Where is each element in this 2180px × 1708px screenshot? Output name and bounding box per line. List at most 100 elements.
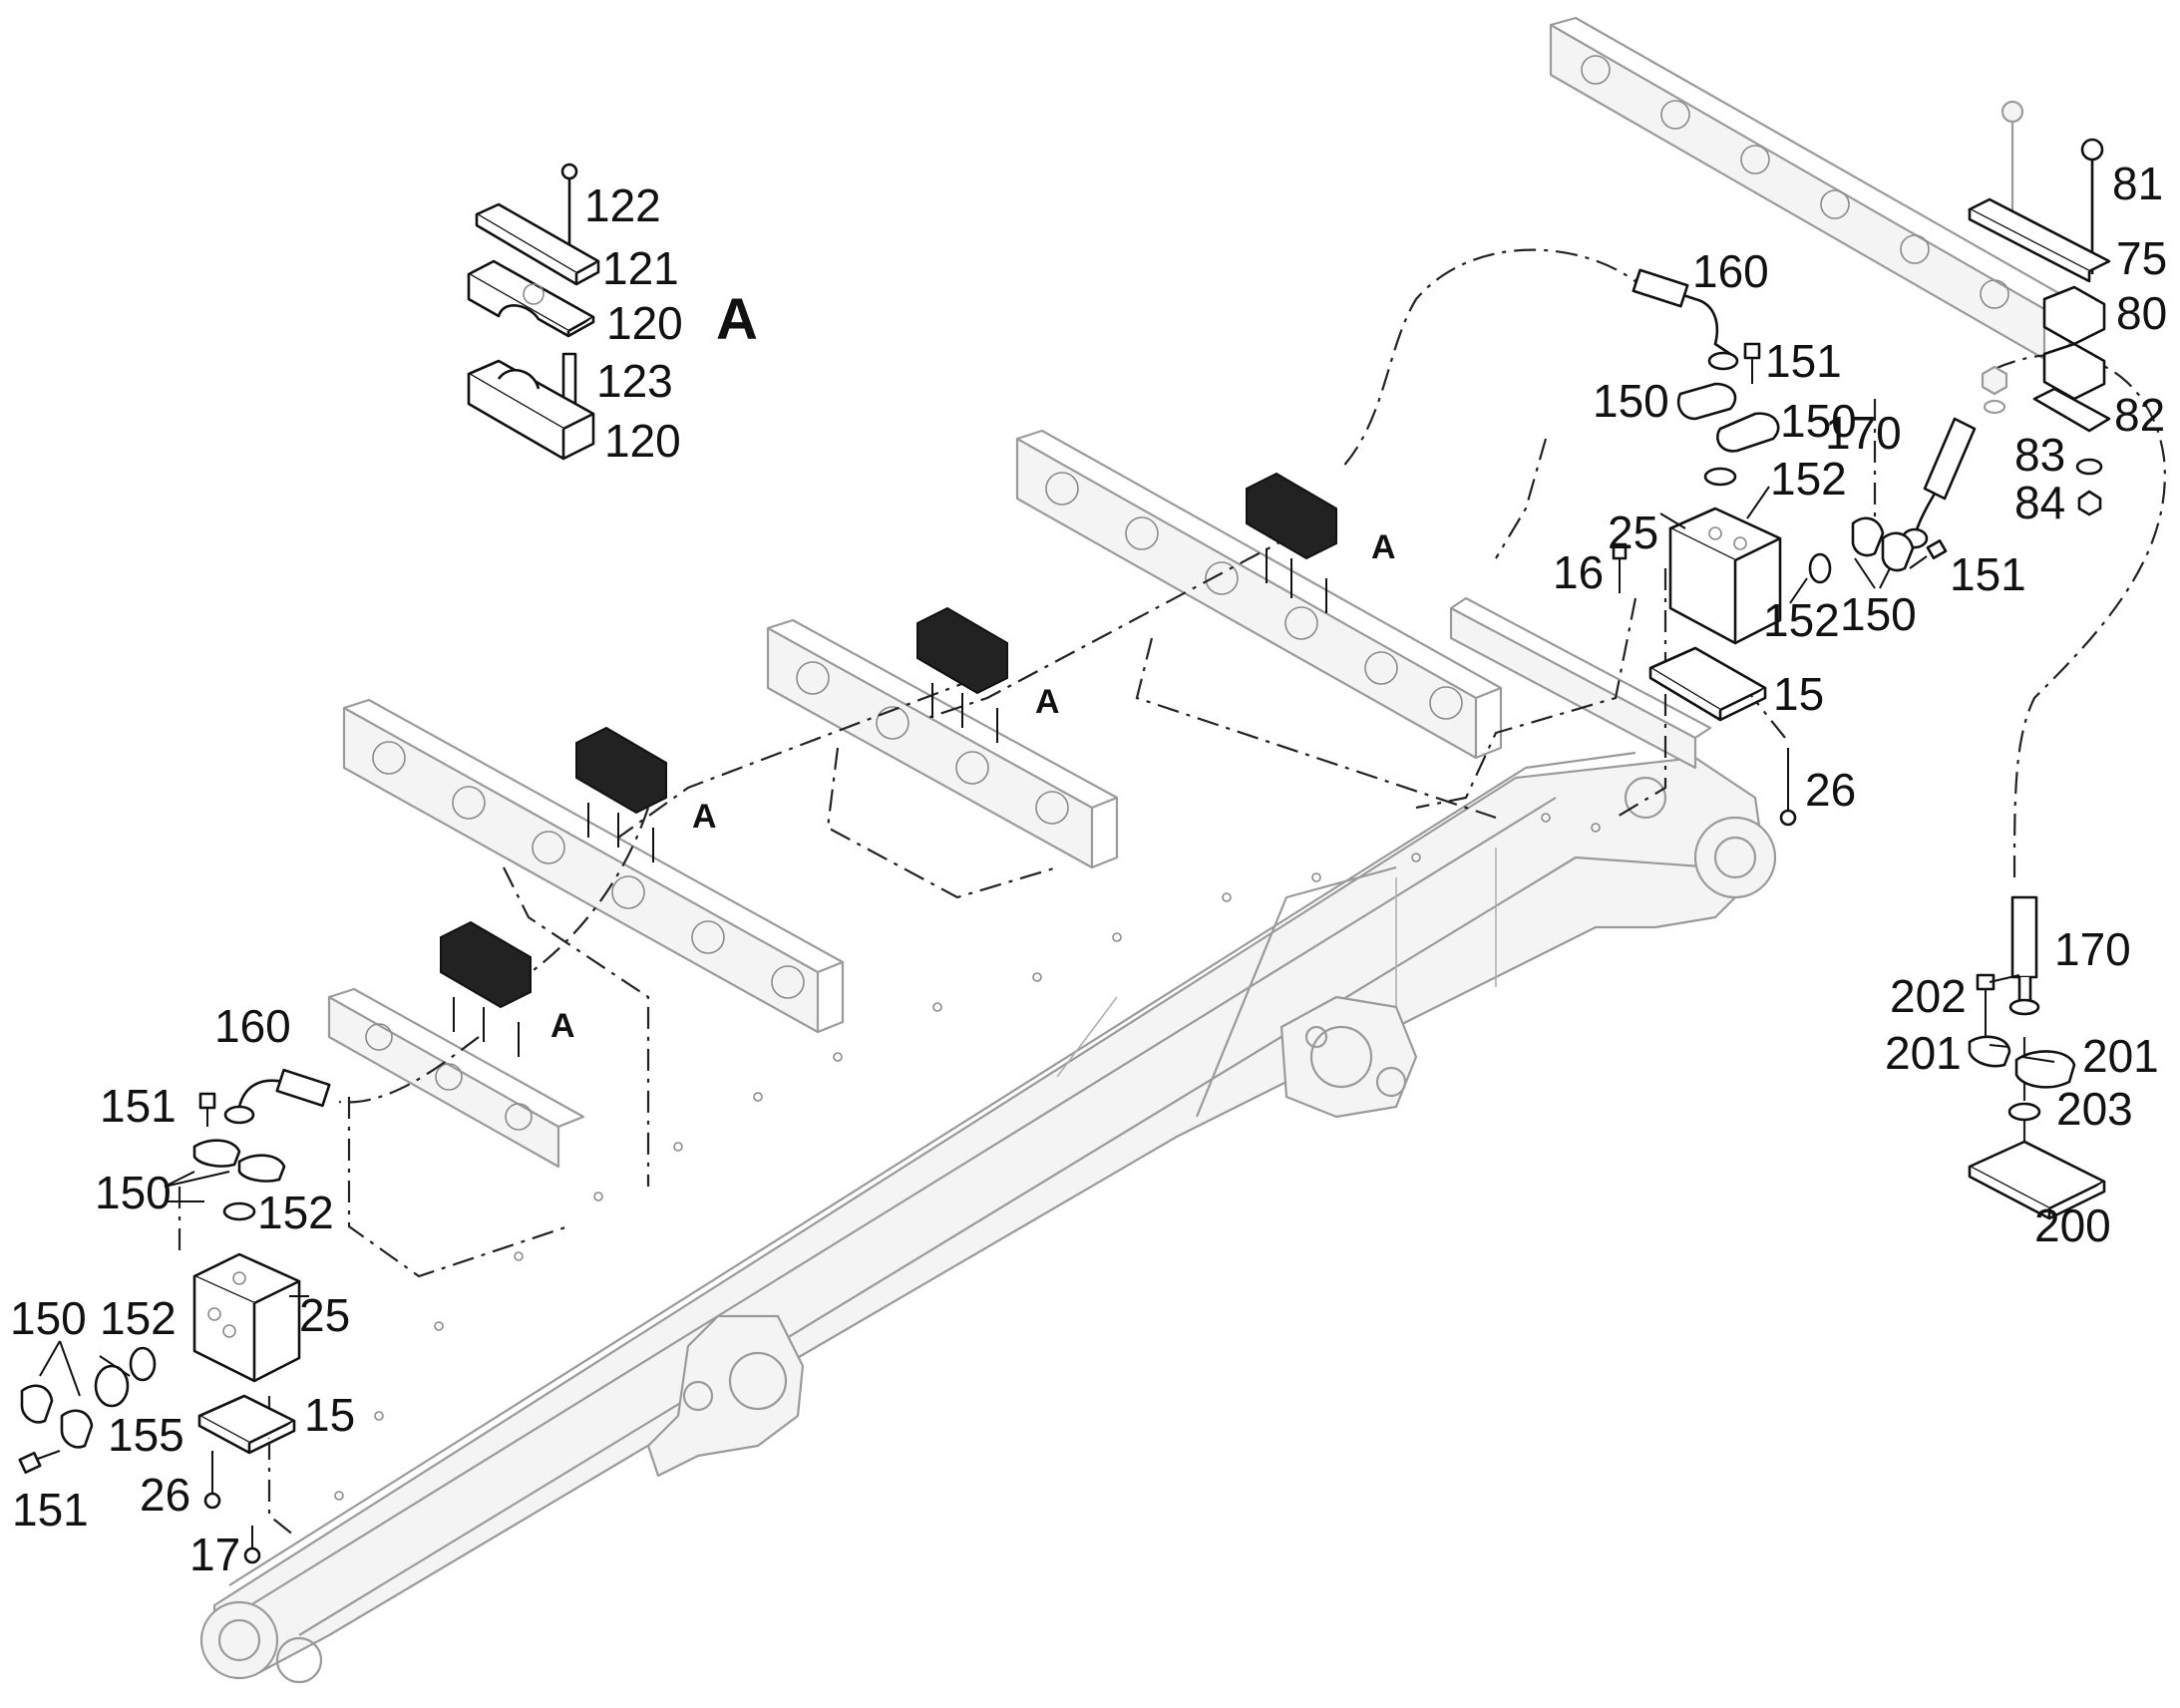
hose-fitting-160-lower <box>223 1068 331 1125</box>
o-ring-152-upper <box>1703 467 1737 487</box>
clamp-half-150-lower-a <box>192 1139 241 1168</box>
clamp-half-150-upper-a <box>1676 382 1737 421</box>
callout-82: 82 <box>2114 389 2165 441</box>
plate-75 <box>1968 197 2111 283</box>
callout-120-upper: 120 <box>606 297 683 349</box>
clamp-rail-top-right <box>1549 16 2071 361</box>
bolt-151-upper <box>1743 342 1761 384</box>
valve-block-25-lower <box>192 1252 301 1383</box>
bolt-202 <box>1976 973 1996 1037</box>
callout-152-lower: 152 <box>257 1187 334 1238</box>
callout-151-right: 151 <box>1950 548 2026 600</box>
callout-120-lower: 120 <box>604 415 681 467</box>
callout-81: 81 <box>2112 158 2163 209</box>
clamp-assembly-a2 <box>916 606 1008 743</box>
clamp-assembly-a3 <box>575 726 667 862</box>
clamp-half-120-upper <box>467 259 595 338</box>
valve-block-25-upper <box>1668 507 1782 645</box>
washer-83 <box>2075 458 2103 476</box>
callout-155: 155 <box>108 1409 184 1461</box>
o-ring-203 <box>2007 1102 2041 1122</box>
bolt-16 <box>1612 542 1628 593</box>
detail-a-clamp-group <box>467 163 600 461</box>
detail-ref-a3: A <box>692 798 717 836</box>
callout-201-right: 201 <box>2082 1030 2159 1082</box>
callout-170-lower: 170 <box>2054 923 2131 975</box>
boom-head-pin <box>1624 776 1777 899</box>
callout-151-upper: 151 <box>1765 335 1842 387</box>
assembly-lines <box>178 248 2166 1537</box>
o-ring-152-side <box>1808 552 1832 584</box>
callout-84: 84 <box>2014 477 2065 528</box>
boom-outline <box>212 751 1767 1677</box>
bolt-26-upper <box>1779 748 1797 827</box>
hose-fitting-170-upper <box>1901 417 1977 549</box>
nut-84 <box>2077 490 2102 516</box>
leader-lines <box>39 486 2055 1397</box>
callout-26-lower: 26 <box>140 1469 190 1521</box>
boom-foot-pin <box>199 1600 323 1684</box>
o-ring-152-lower-side <box>129 1346 157 1382</box>
boom-cylinder-bracket-low <box>646 1314 805 1478</box>
clamp-half-150-right-a <box>1851 516 1885 557</box>
plug-155 <box>94 1364 130 1408</box>
clamp-assembly-a1 <box>1246 472 1337 613</box>
clamp-half-80 <box>2042 285 2106 346</box>
plate-82 <box>2032 387 2111 433</box>
detail-a-title: A <box>716 287 758 352</box>
base-plate-200 <box>1968 1140 2106 1220</box>
callout-16: 16 <box>1553 546 1604 598</box>
clamp-half-150-left-a <box>20 1384 54 1424</box>
callout-17: 17 <box>189 1529 240 1580</box>
callout-203: 203 <box>2056 1083 2133 1135</box>
clamp-half-80-lower <box>2042 342 2106 401</box>
callout-202: 202 <box>1890 970 1967 1022</box>
callout-151-lower-top: 151 <box>100 1080 177 1132</box>
callout-201-left: 201 <box>1885 1027 1962 1079</box>
clamp-half-120-lower <box>467 359 595 461</box>
callout-25-upper: 25 <box>1608 507 1658 558</box>
callout-150-right: 150 <box>1840 588 1917 640</box>
callout-152-side: 152 <box>1763 594 1840 646</box>
callout-152-upper: 152 <box>1770 453 1847 505</box>
plate-15-upper <box>1648 646 1767 722</box>
bolt-151-lower-top <box>198 1092 216 1127</box>
callout-80: 80 <box>2116 287 2167 339</box>
callout-123: 123 <box>596 355 673 407</box>
plate-15-lower <box>197 1394 296 1455</box>
callout-150-upper-a: 150 <box>1593 375 1669 427</box>
callout-labels: A A A A A 122 121 120 123 120 160 151 15… <box>10 158 2167 1580</box>
boom-mounting-holes <box>334 813 1601 1501</box>
clamp-half-150-lower-b <box>237 1154 286 1183</box>
callout-152-lower-left: 152 <box>100 1292 177 1344</box>
bolt-26-lower <box>203 1451 221 1510</box>
nut-ghost <box>1981 365 2008 415</box>
clamp-half-201-b <box>2014 1050 2076 1089</box>
callout-75: 75 <box>2116 232 2167 284</box>
bolt-151-right <box>1909 539 1948 569</box>
callout-150-lower: 150 <box>95 1167 172 1218</box>
detail-ref-a4: A <box>550 1007 575 1045</box>
detail-ref-a1: A <box>1371 528 1396 566</box>
hose-fitting-160-upper <box>1632 268 1739 371</box>
cover-plate-121 <box>475 202 600 286</box>
clamp-rail-bottom <box>327 987 585 1169</box>
callout-26-upper: 26 <box>1805 764 1856 816</box>
callout-25-lower: 25 <box>299 1289 350 1341</box>
manifold-block-right <box>1449 596 1712 770</box>
boom-cylinder-bracket-mid <box>1279 995 1418 1119</box>
bolt-17 <box>243 1526 261 1564</box>
callout-200: 200 <box>2034 1199 2111 1251</box>
clamp-rail-upper <box>1015 429 1503 760</box>
callout-83: 83 <box>2014 429 2065 481</box>
clamp-half-150-right-b <box>1881 531 1915 572</box>
clamp-half-201-a <box>1968 1035 2011 1068</box>
hose-fitting-170-lower <box>2008 895 2040 1016</box>
callout-122: 122 <box>584 179 661 231</box>
callout-15-lower: 15 <box>304 1389 355 1441</box>
callout-160-upper: 160 <box>1692 245 1769 297</box>
clamp-rail-lower <box>342 698 845 1034</box>
callout-151-lower-left: 151 <box>12 1484 89 1536</box>
callout-121: 121 <box>602 242 679 294</box>
